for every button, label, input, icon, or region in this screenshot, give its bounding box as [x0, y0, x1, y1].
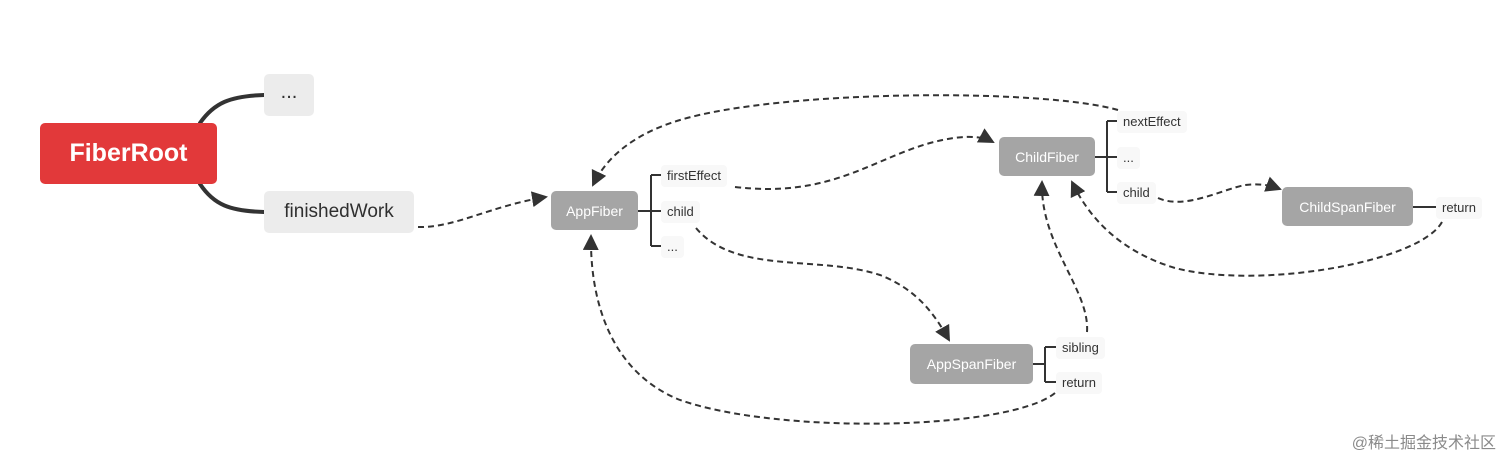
child-to-appspanfiber-arrow: [695, 227, 950, 342]
childspanfiber-node: ChildSpanFiber: [1282, 187, 1413, 226]
sibling-to-childfiber-arrow: [1033, 180, 1089, 333]
root-ellipsis-node: ...: [264, 74, 314, 116]
nexteffect-to-appfiber-arrow: [591, 94, 1119, 187]
finishedwork-to-appfiber-arrow: [417, 191, 548, 229]
finishedwork-node: finishedWork: [264, 191, 414, 233]
childfiber-node: ChildFiber: [999, 137, 1095, 176]
childspan-return-to-childfiber-arrow: [1070, 180, 1443, 277]
fiberroot-node: FiberRoot: [40, 123, 217, 184]
root-to-ellipsis-connector: [198, 93, 266, 125]
childfiber-field-connector: [1095, 120, 1118, 193]
appspanfiber-field-connector: [1033, 346, 1056, 383]
appfiber-field-connector: [638, 174, 662, 247]
appspanfiber-node: AppSpanFiber: [910, 344, 1033, 384]
appspanfiber-sibling-field: sibling: [1056, 337, 1105, 359]
appfiber-node: AppFiber: [551, 191, 638, 230]
appspan-return-to-appfiber-arrow: [582, 234, 1056, 425]
childspanfiber-return-field: return: [1436, 197, 1482, 219]
watermark: @稀土掘金技术社区: [1351, 435, 1496, 452]
appspanfiber-return-field: return: [1056, 372, 1102, 394]
root-to-finishedwork-connector: [198, 182, 266, 214]
appfiber-ellipsis-field: ...: [661, 236, 684, 258]
appfiber-firsteffect-field: firstEffect: [661, 165, 727, 187]
firsteffect-to-childfiber-arrow: [734, 128, 995, 190]
appfiber-child-field: child: [661, 201, 700, 223]
childfiber-ellipsis-field: ...: [1117, 147, 1140, 169]
child-to-childspanfiber-arrow: [1157, 176, 1282, 203]
childfiber-child-field: child: [1117, 182, 1156, 204]
childfiber-nexteffect-field: nextEffect: [1117, 111, 1187, 133]
